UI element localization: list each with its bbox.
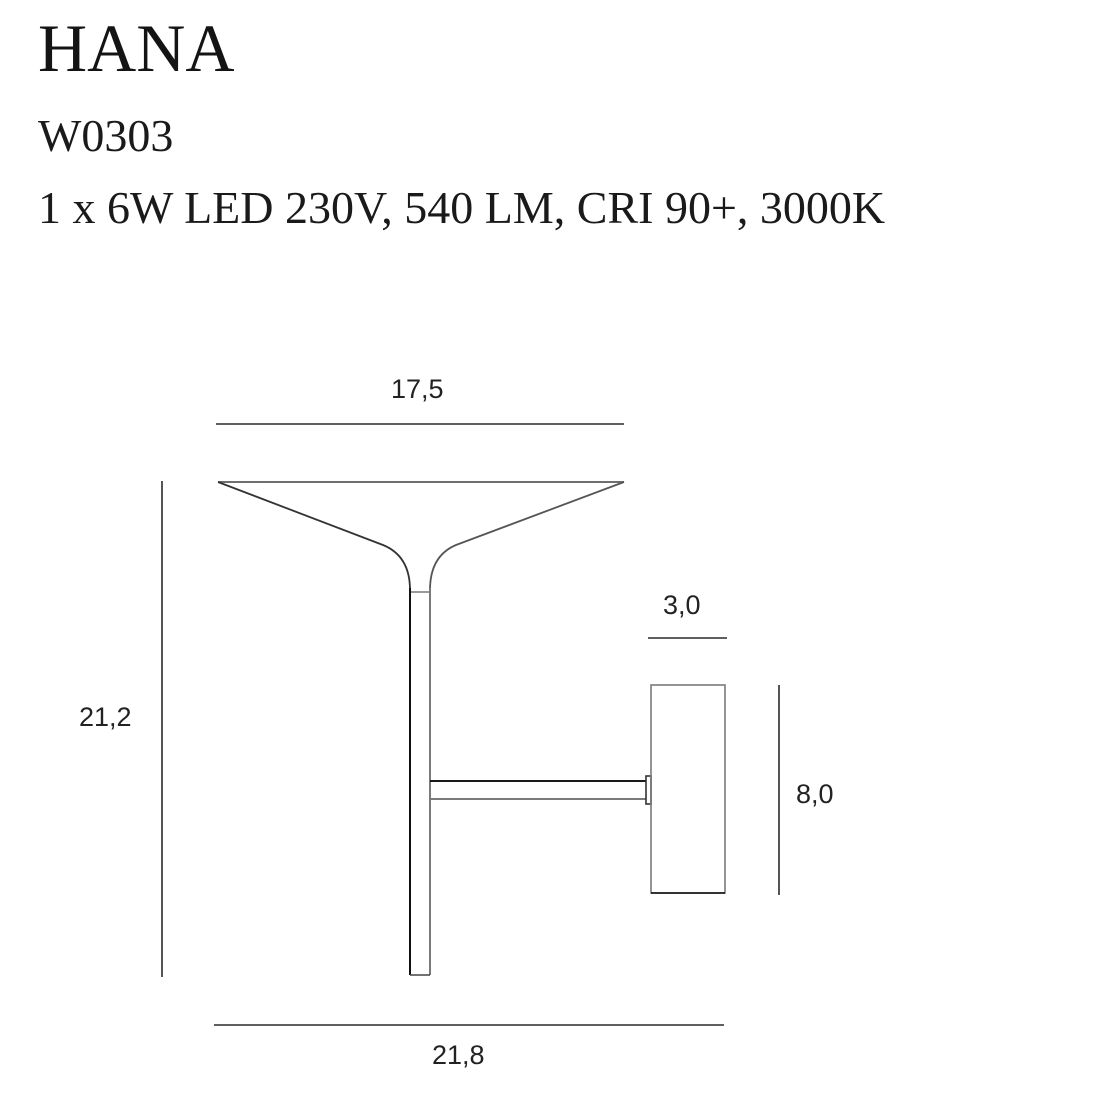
- dimension-label-wall-plate-height: 8,0: [796, 779, 834, 809]
- dimension-label-shade-width: 17,5: [391, 374, 444, 404]
- product-specs: 1 x 6W LED 230V, 540 LM, CRI 90+, 3000K: [38, 182, 886, 233]
- lamp-stem: [409, 588, 431, 976]
- lamp-arm: [430, 775, 652, 805]
- product-title: HANA: [38, 10, 235, 86]
- model-code: W0303: [38, 110, 174, 161]
- wall-plate: [650, 684, 726, 894]
- dimension-label-total-depth: 21,8: [432, 1040, 485, 1070]
- lamp-shade: [217, 481, 625, 591]
- dimension-label-wall-plate-depth: 3,0: [663, 590, 701, 620]
- dimension-label-total-height: 21,2: [79, 702, 132, 732]
